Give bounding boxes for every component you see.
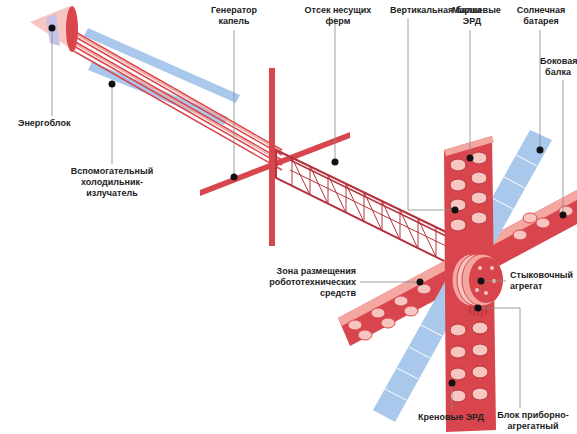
callout-label: Блок приборно-агрегатный (490, 410, 576, 432)
callout-label: Отсек несущих ферм (292, 5, 384, 27)
truss-compartment (276, 150, 446, 262)
callout-label: Маршевые ЭРД (452, 5, 492, 27)
power-unit-band (46, 14, 60, 46)
callout-label: Солнечная батарея (515, 5, 567, 27)
callout-label: Вспомогательный холодильник-излучатель (62, 166, 162, 199)
callout-label: Стыковочный агрегат (510, 270, 576, 292)
leader-line (52, 18, 563, 410)
rod-bundle (72, 32, 282, 162)
callout-label: Креновые ЭРД (418, 412, 498, 423)
callout-label: Боковая балка (540, 56, 576, 78)
rod-bundle (72, 30, 282, 170)
callout-dot (49, 25, 567, 387)
drop-generator (269, 68, 275, 246)
callout-label: Энергоблок (18, 118, 88, 129)
power-unit-ring (66, 6, 78, 52)
callout-label: Зона размещения робототехнических средст… (250, 266, 356, 299)
docking-unit (452, 254, 503, 306)
callout-label: Генератор капель (204, 5, 264, 27)
